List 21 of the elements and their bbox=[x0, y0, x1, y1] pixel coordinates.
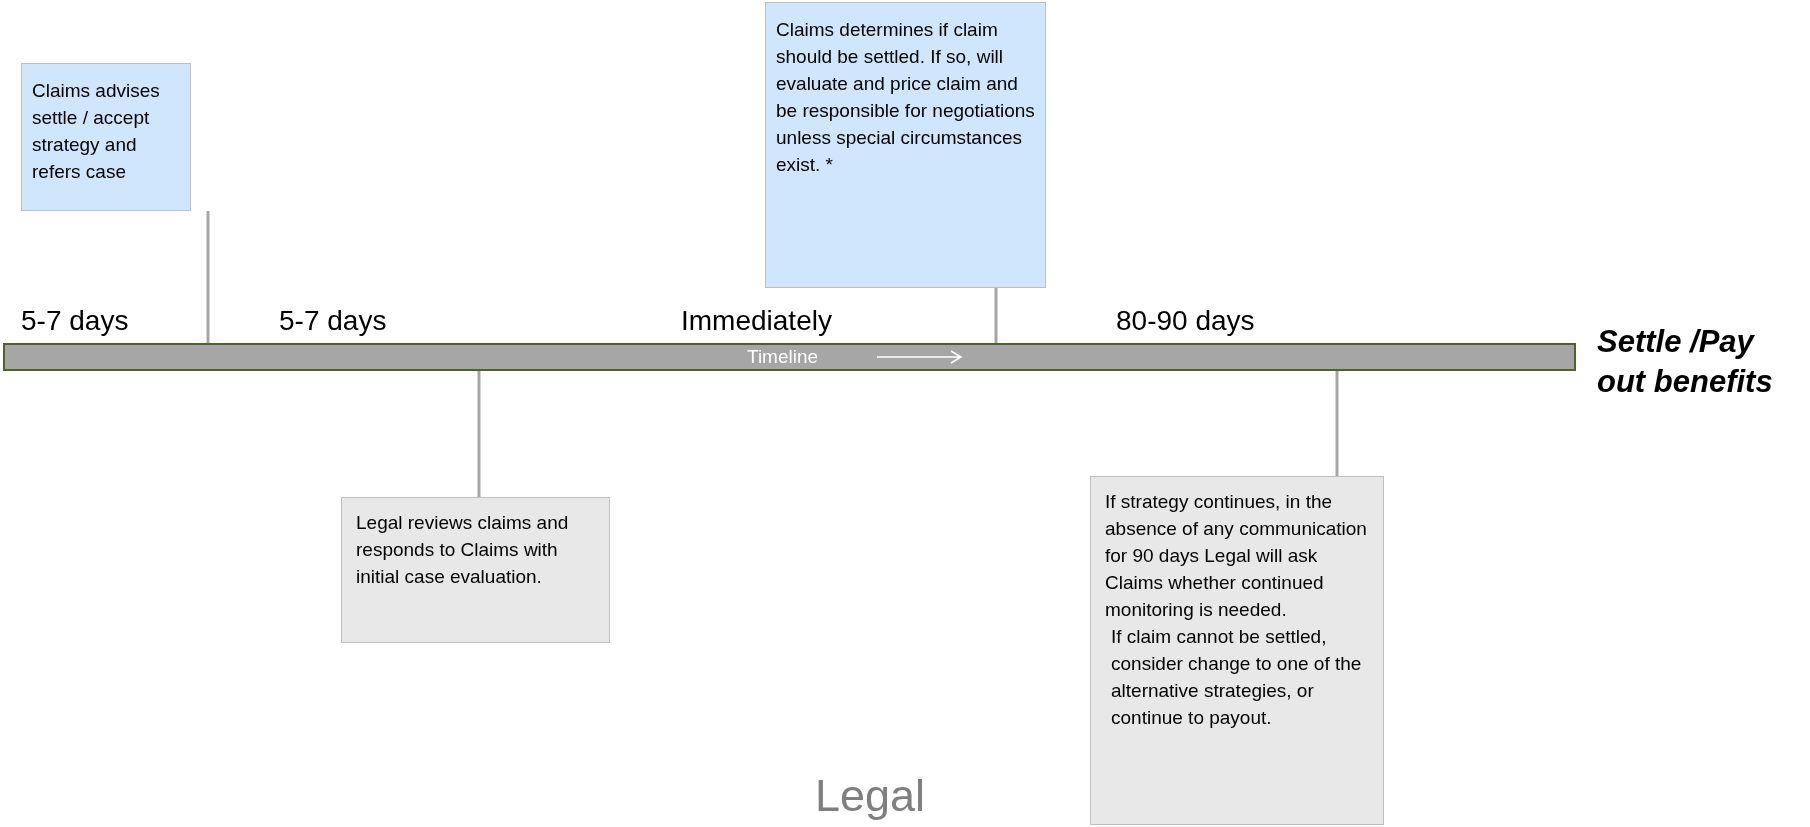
timeline-bar bbox=[3, 343, 1576, 371]
duration-label: 5-7 days bbox=[21, 304, 129, 338]
leader-line bbox=[477, 371, 481, 497]
note-text: If claim cannot be settled, consider change to one of the alternative strategies, or continue to payout. bbox=[1111, 624, 1363, 730]
note-box bbox=[1090, 476, 1384, 825]
duration-label: 5-7 days bbox=[279, 304, 387, 338]
timeline-label: Timeline bbox=[747, 345, 819, 369]
note-box bbox=[341, 497, 610, 643]
duration-label: Immediately bbox=[681, 304, 832, 338]
lane-label: Legal bbox=[815, 772, 926, 820]
note-text: Claims determines if claim should be settled. If so, will evaluate and price claim and be responsible for negotiations unless special circumstances exist. * bbox=[776, 18, 1036, 177]
note-text: If strategy continues, in the absence of any communication for 90 days Legal will ask Claims whether continued monitoring is needed. bbox=[1105, 490, 1368, 622]
leader-line bbox=[1335, 371, 1339, 476]
note-box bbox=[765, 2, 1046, 288]
note-text: Legal reviews claims and responds to Claims with initial case evaluation. bbox=[356, 511, 570, 589]
leader-line bbox=[994, 288, 998, 343]
note-text: Claims advises settle / accept strategy and refers case bbox=[32, 79, 161, 184]
duration-label: 80-90 days bbox=[1116, 304, 1255, 338]
end-label: Settle /Pay out benefits bbox=[1597, 323, 1774, 402]
leader-line bbox=[206, 211, 210, 343]
note-box bbox=[21, 63, 191, 211]
